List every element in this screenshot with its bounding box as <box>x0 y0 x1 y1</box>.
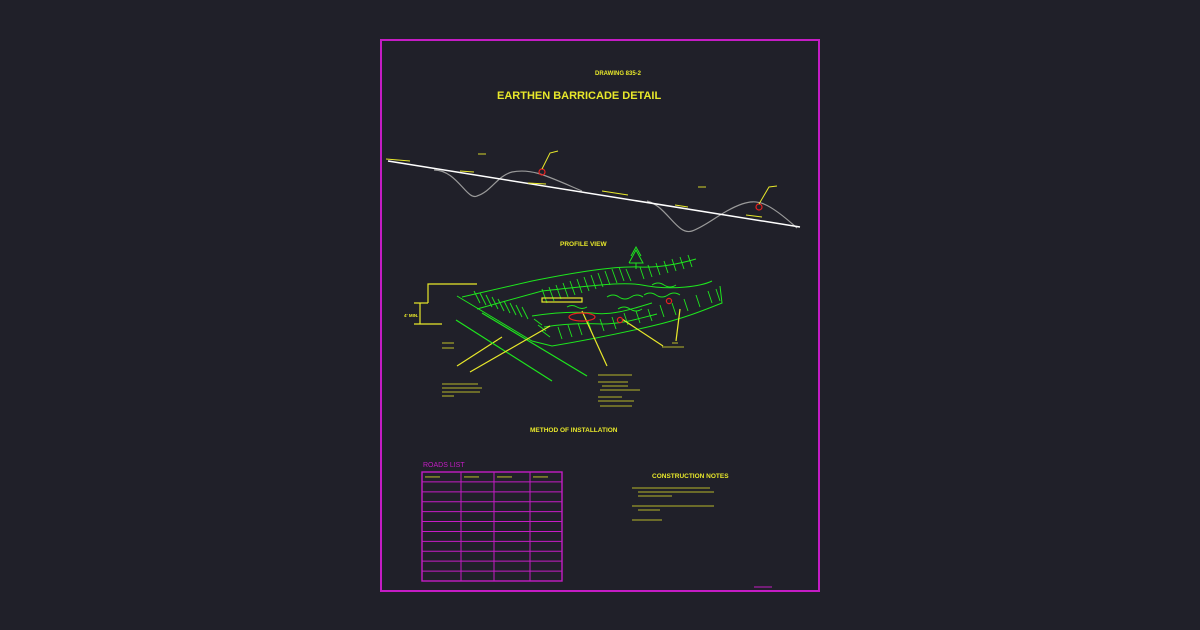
road-surface-line <box>387 160 801 228</box>
terrain-line-right <box>646 200 798 233</box>
roads-table <box>421 471 563 582</box>
construction-notes-lines <box>632 487 714 521</box>
installation-markers <box>568 297 673 324</box>
tree-icon <box>628 245 644 269</box>
leader-1 <box>541 150 559 170</box>
drawing-canvas: DRAWING 835-2 EARTHEN BARRICADE DETAIL P… <box>385 71 801 588</box>
drawing-title: EARTHEN BARRICADE DETAIL <box>497 90 661 102</box>
barricade-outline <box>456 258 723 347</box>
ground-contours <box>566 282 681 312</box>
profile-view: PROFILE VIEW <box>385 150 801 248</box>
terrain-line-left <box>433 169 583 198</box>
roads-list-title: ROADS LIST <box>423 462 465 469</box>
drawing-number: DRAWING 835-2 <box>595 71 642 77</box>
slope-lines <box>455 312 588 382</box>
roads-list: ROADS LIST <box>421 462 563 582</box>
roads-table-border <box>421 471 563 582</box>
drawing-sheet: DRAWING 835-2 EARTHEN BARRICADE DETAIL P… <box>380 39 820 592</box>
leader-diagonal <box>469 325 551 373</box>
vegetation-hatching <box>473 254 721 340</box>
barricade-marker-1 <box>538 168 546 176</box>
height-dimension-label: 4' MIN. <box>404 313 418 318</box>
leader-2 <box>758 185 778 205</box>
profile-annotations <box>385 153 763 218</box>
construction-notes: CONSTRUCTION NOTES <box>632 473 729 521</box>
method-of-installation-label: METHOD OF INSTALLATION <box>530 427 618 434</box>
barricade-marker-2 <box>755 203 763 211</box>
installation-notes <box>442 342 684 407</box>
profile-view-label: PROFILE VIEW <box>560 241 607 248</box>
construction-notes-title: CONSTRUCTION NOTES <box>652 473 729 480</box>
installation-detail: 4' MIN. <box>404 245 723 434</box>
dimension-lines <box>414 283 681 367</box>
